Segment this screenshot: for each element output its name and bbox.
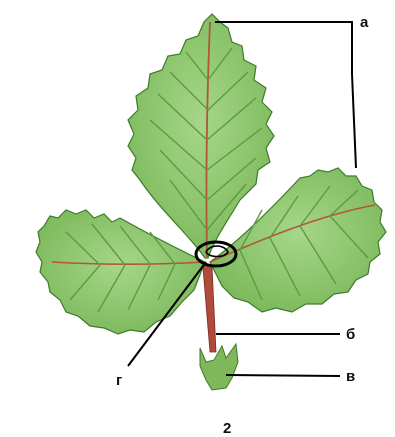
label-v: в	[346, 368, 355, 385]
pointer-v	[226, 375, 340, 376]
label-a: а	[360, 14, 369, 31]
stipules	[200, 344, 238, 390]
label-g: г	[116, 372, 122, 389]
figure-number: 2	[223, 420, 231, 437]
petiole	[203, 265, 216, 352]
label-b: б	[346, 326, 355, 343]
terminal-leaflet	[128, 14, 274, 258]
